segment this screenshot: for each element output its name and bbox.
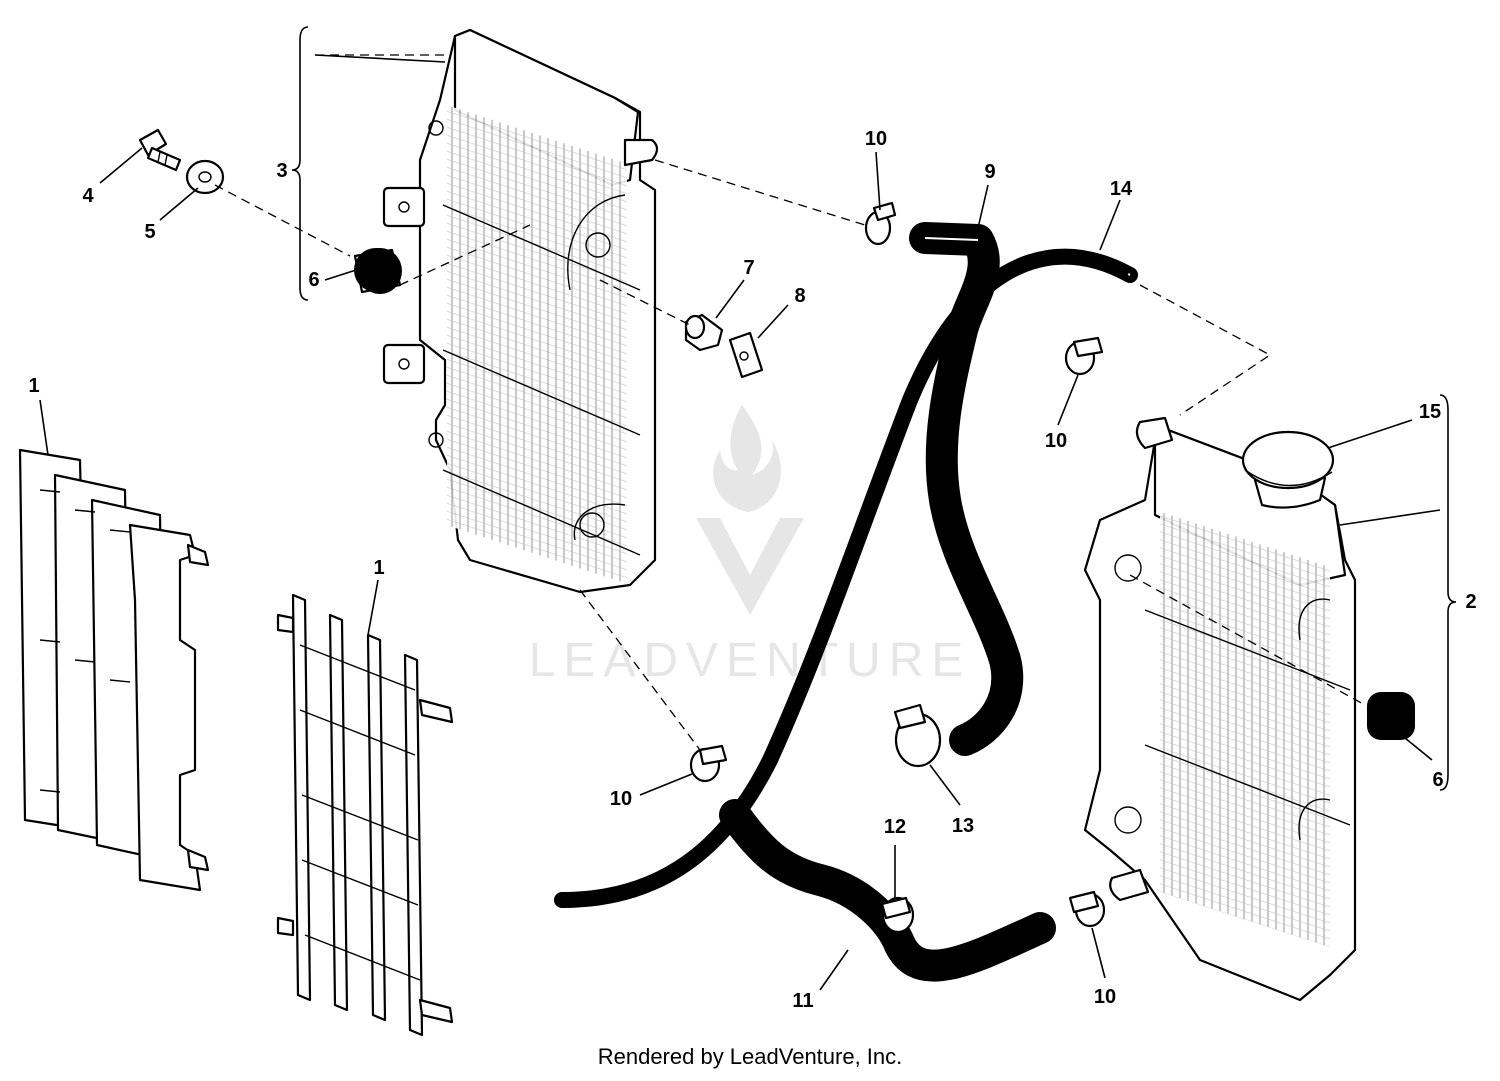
hose-clamp-13 bbox=[893, 703, 942, 768]
callout-3: 3 bbox=[276, 160, 287, 182]
watermark-logo: LEADVENTURE bbox=[529, 405, 972, 687]
hose-lower bbox=[719, 799, 1056, 982]
callout-13: 13 bbox=[952, 815, 974, 837]
callout-12: 12 bbox=[884, 816, 906, 838]
right-radiator bbox=[1083, 416, 1357, 1002]
callout-7: 7 bbox=[743, 257, 754, 279]
callout-8: 8 bbox=[794, 285, 805, 307]
grommet-right bbox=[1367, 692, 1415, 740]
clip-nut bbox=[728, 331, 764, 379]
callout-9: 9 bbox=[984, 161, 995, 183]
bracket-part-2 bbox=[1439, 394, 1457, 791]
callout-10-top: 10 bbox=[865, 128, 887, 150]
footer-credit: Rendered by LeadVenture, Inc. bbox=[597, 1044, 903, 1069]
left-radiator bbox=[382, 28, 659, 594]
leader-lines bbox=[39, 54, 1441, 991]
callout-6-left: 6 bbox=[308, 269, 319, 291]
callout-10-lower-right: 10 bbox=[1094, 986, 1116, 1008]
louver-grille-center bbox=[276, 593, 454, 1037]
callout-1-center: 1 bbox=[373, 557, 384, 579]
callout-11: 11 bbox=[792, 990, 813, 1012]
washer bbox=[185, 159, 225, 195]
callout-4: 4 bbox=[82, 185, 94, 207]
callout-2: 2 bbox=[1465, 591, 1476, 613]
louver-stack-left bbox=[18, 448, 210, 892]
radiator-cap bbox=[1241, 430, 1335, 509]
collar bbox=[684, 313, 724, 352]
callout-1-left: 1 bbox=[28, 375, 39, 397]
hose-clamp-12 bbox=[880, 896, 915, 934]
hose-clamp-lower-left bbox=[689, 744, 728, 783]
hose-clamp-right bbox=[1064, 336, 1104, 376]
bolt bbox=[138, 128, 182, 172]
hose-breather bbox=[554, 248, 1138, 908]
assembly-centerlines bbox=[214, 54, 1366, 751]
watermark-text: LEADVENTURE bbox=[529, 634, 972, 687]
grommet-left bbox=[353, 248, 402, 294]
hose-clamp-lower-right bbox=[1068, 890, 1106, 928]
bracket-part-3 bbox=[291, 26, 309, 301]
callout-6-right: 6 bbox=[1432, 769, 1443, 791]
callout-10-right: 10 bbox=[1045, 430, 1067, 452]
callout-15: 15 bbox=[1419, 401, 1441, 423]
callout-10-lower-left: 10 bbox=[610, 788, 632, 810]
callout-5: 5 bbox=[144, 221, 155, 243]
callout-14: 14 bbox=[1110, 178, 1133, 200]
